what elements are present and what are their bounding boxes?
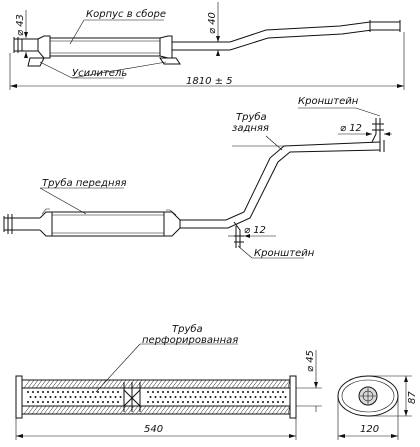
housing-label: Корпус в сборе bbox=[86, 8, 166, 20]
diameter-40-label: ⌀ 40 bbox=[207, 12, 218, 34]
mid-bracket-top bbox=[371, 118, 384, 143]
rear-pipe-label-2: задняя bbox=[232, 123, 269, 134]
section-hatching bbox=[23, 379, 291, 415]
front-pipe-label: Труба передняя bbox=[42, 177, 127, 189]
mid-muffler-body bbox=[39, 211, 53, 237]
bracket-top-label: Кронштейн bbox=[298, 96, 359, 107]
overall-length-label: 1810 ± 5 bbox=[186, 76, 233, 87]
top-inlet-pipe bbox=[13, 37, 38, 53]
top-view-assembly bbox=[9, 2, 405, 90]
mid-inlet-flange bbox=[3, 214, 40, 234]
middle-view-assembly bbox=[3, 107, 392, 259]
diameter-45-label: ⌀ 45 bbox=[305, 350, 316, 372]
perforated-pipe-label-1: Труба bbox=[172, 323, 203, 335]
height-87-label: 87 bbox=[407, 391, 418, 404]
width-120-label: 120 bbox=[360, 424, 379, 435]
reinforcement-label: Усилитель bbox=[72, 68, 127, 79]
bottom-view-section bbox=[15, 343, 412, 440]
top-outlet-pipe bbox=[172, 21, 400, 51]
top-reinforcement-left bbox=[27, 57, 45, 67]
perforation-dots bbox=[27, 391, 287, 403]
diameter-12-top-label: ⌀ 12 bbox=[340, 123, 362, 134]
rear-pipe-label-1: Труба bbox=[236, 111, 267, 123]
diameter-43-label: ⌀ 43 bbox=[15, 14, 26, 36]
top-muffler-shell bbox=[49, 37, 161, 57]
mid-outlet-pipe bbox=[180, 141, 381, 229]
section-baffle bbox=[123, 382, 141, 412]
mid-bracket-bottom bbox=[233, 221, 244, 248]
top-reinforcement-right bbox=[159, 57, 181, 65]
diameter-12-bottom-label: ⌀ 12 bbox=[244, 225, 266, 236]
top-muffler-body bbox=[37, 35, 51, 59]
bracket-bottom-label: Кронштейн bbox=[254, 248, 315, 259]
end-view-oval-inner bbox=[341, 379, 395, 413]
length-540-label: 540 bbox=[144, 424, 163, 435]
mid-muffler-shell bbox=[51, 211, 165, 237]
perforated-pipe-label-2: перфорированная bbox=[142, 335, 238, 346]
